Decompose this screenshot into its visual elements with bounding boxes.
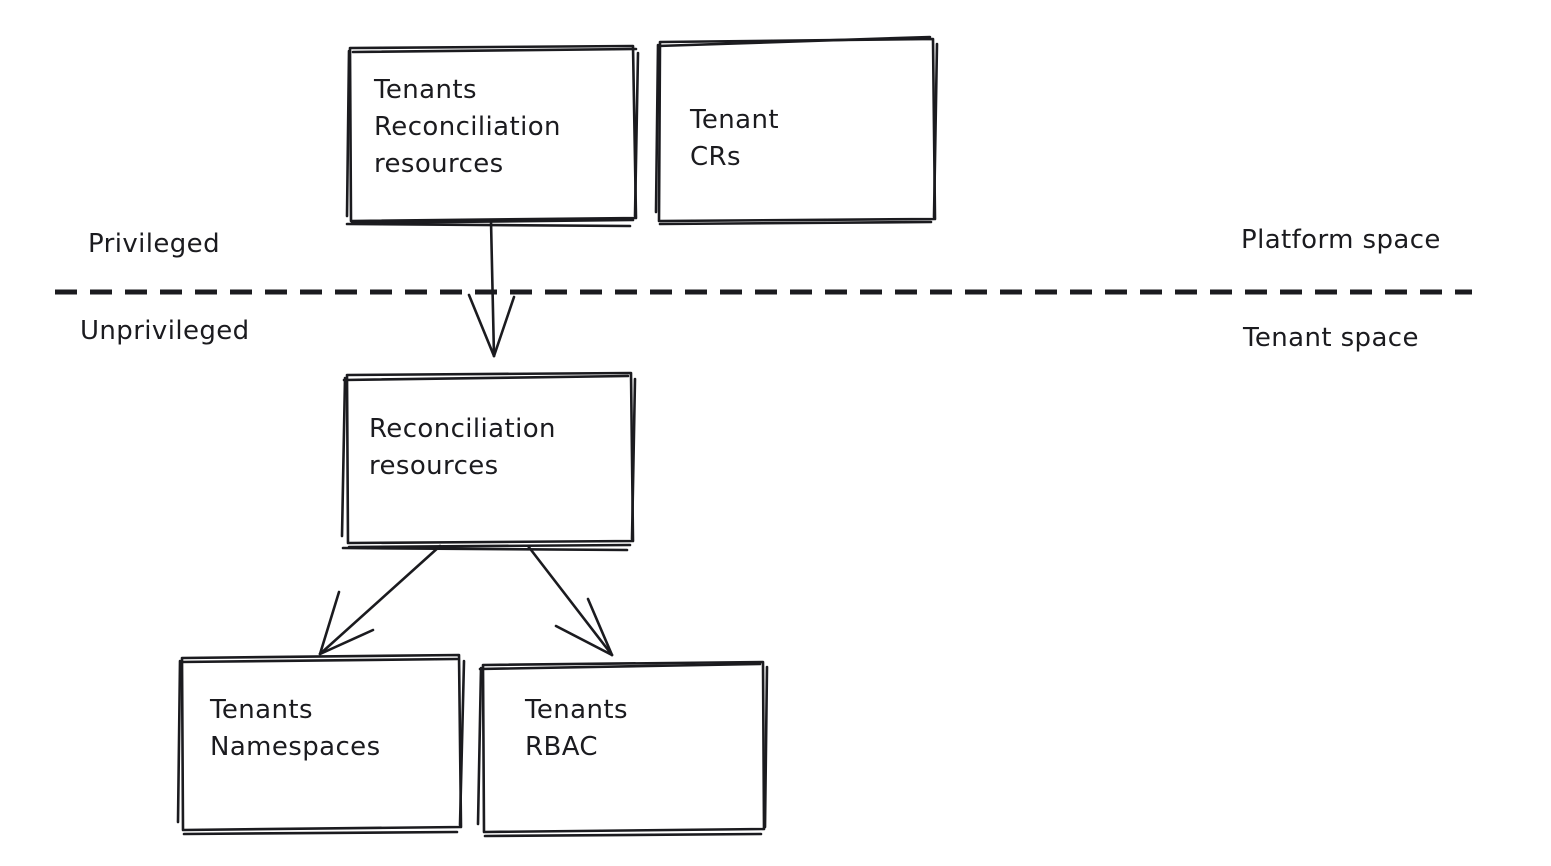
zone-label-platform-space: Platform space bbox=[1241, 225, 1441, 255]
node-tenants-rbac[interactable] bbox=[476, 660, 769, 838]
zone-label-tenant-space: Tenant space bbox=[1243, 323, 1419, 353]
node-tenant-crs[interactable] bbox=[654, 35, 939, 226]
zone-label-privileged: Privileged bbox=[88, 229, 220, 259]
node-reconciliation-resources[interactable] bbox=[340, 371, 637, 552]
edge-recon-to-rbac bbox=[526, 544, 614, 657]
node-tenants-reconciliation-resources[interactable] bbox=[345, 44, 640, 228]
edge-recon-to-namespaces bbox=[318, 544, 442, 656]
edge-platform-to-tenant bbox=[467, 219, 516, 358]
node-tenants-namespaces[interactable] bbox=[176, 653, 466, 836]
zone-label-unprivileged: Unprivileged bbox=[80, 316, 250, 346]
